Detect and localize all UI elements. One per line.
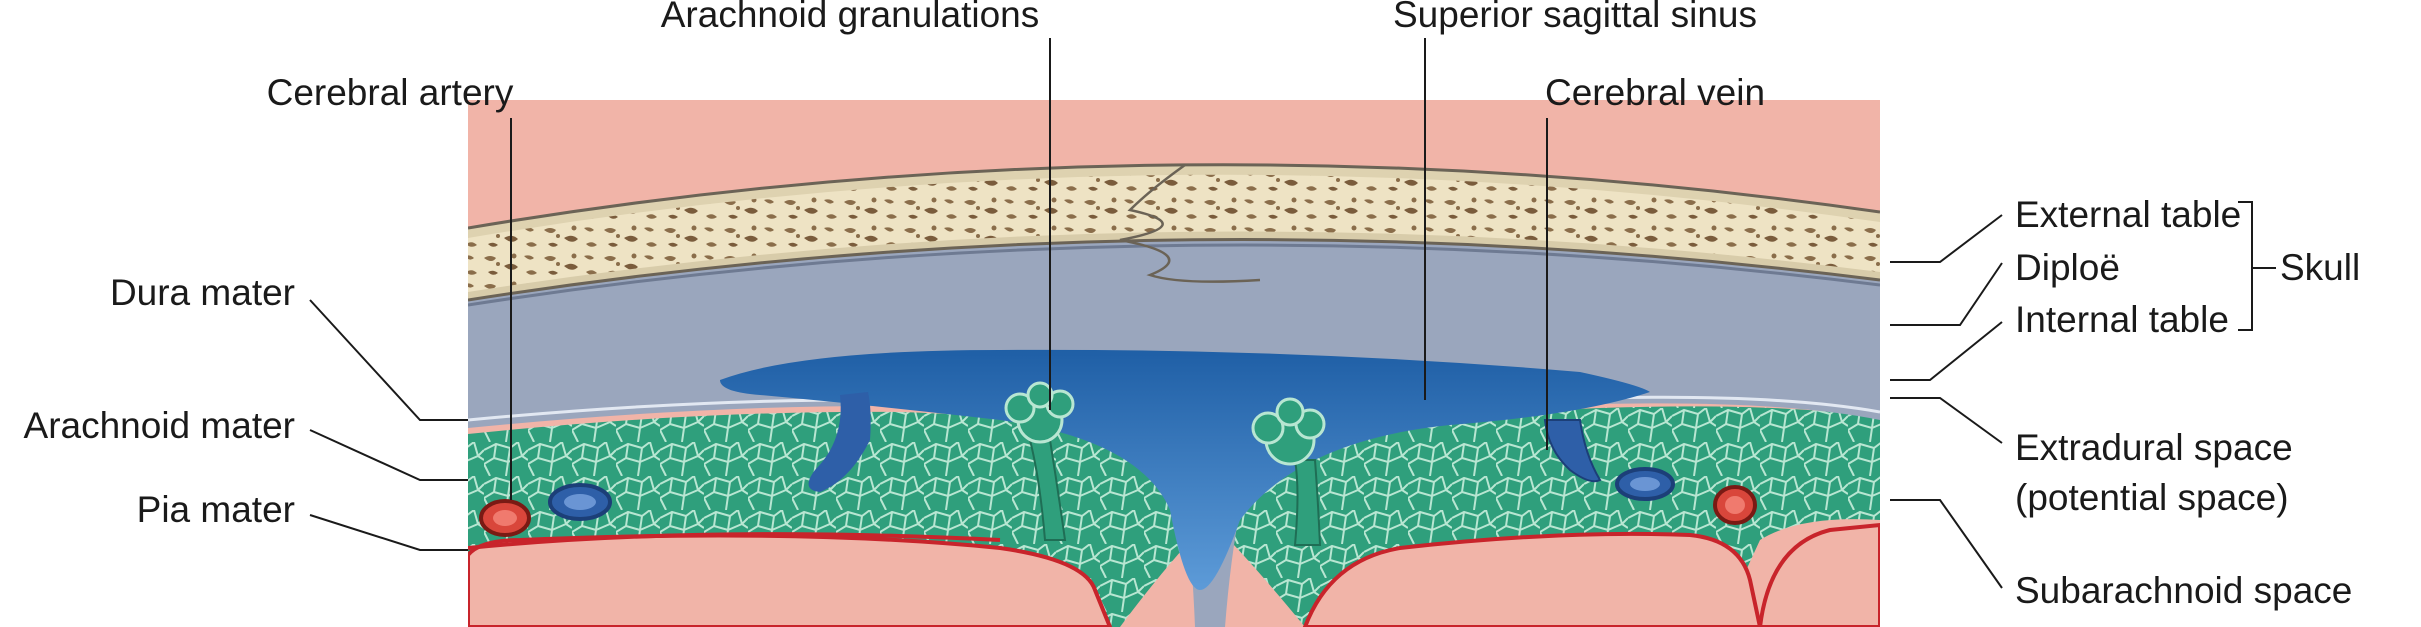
leader-lines: [309, 38, 2276, 589]
right-gyrus: [1302, 531, 1763, 627]
label-diploe: Diploë: [2015, 247, 2120, 288]
label-superior-sagittal-sinus: Superior sagittal sinus: [1393, 0, 1757, 35]
label-internal-table: Internal table: [2015, 299, 2229, 340]
label-extradural-space-note: (potential space): [2015, 477, 2289, 518]
label-pia-mater: Pia mater: [137, 489, 295, 530]
labels: Arachnoid granulations Superior sagittal…: [24, 0, 2361, 611]
superior-sagittal-sinus: [720, 349, 1650, 590]
cerebral-vein-vessel: [1543, 419, 1602, 483]
label-skull: Skull: [2280, 247, 2360, 288]
label-subarachnoid-space: Subarachnoid space: [2015, 570, 2352, 611]
arachnoid-granulation-right: [1251, 397, 1326, 546]
label-dura-mater: Dura mater: [110, 272, 295, 313]
right-gyrus-2: [1757, 522, 1880, 627]
left-gyrus: [468, 533, 1113, 627]
label-cerebral-vein: Cerebral vein: [1545, 72, 1765, 113]
label-arachnoid-mater: Arachnoid mater: [24, 405, 295, 446]
pia-layer: [468, 532, 1001, 550]
bridging-vein-left: [808, 392, 871, 492]
label-arachnoid-granulations: Arachnoid granulations: [661, 0, 1039, 35]
label-extradural-space: Extradural space: [2015, 427, 2293, 468]
meninges-cross-section: [468, 100, 1880, 627]
sagittal-suture: [1119, 163, 1261, 283]
label-external-table: External table: [2015, 194, 2241, 235]
label-cerebral-artery: Cerebral artery: [267, 72, 514, 113]
